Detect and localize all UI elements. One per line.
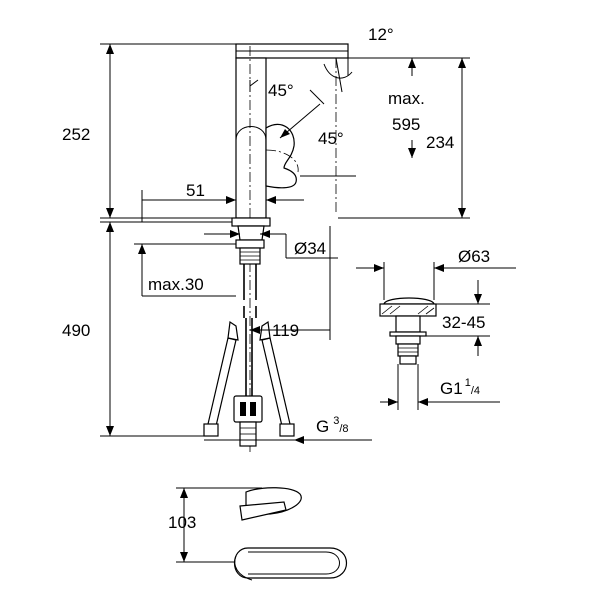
faucet-top-view bbox=[234, 487, 347, 581]
label-angle-lever: 45° bbox=[318, 129, 344, 148]
faucet-front-view bbox=[203, 43, 349, 455]
label-diameter-63: Ø63 bbox=[458, 247, 490, 266]
label-reach-119: 119 bbox=[272, 321, 299, 340]
label-max-595: 595 bbox=[392, 115, 420, 134]
waste-fitting-view bbox=[379, 297, 437, 365]
label-offset-51: 51 bbox=[186, 181, 205, 200]
label-diameter-34: Ø34 bbox=[294, 239, 326, 258]
label-height-103: 103 bbox=[168, 513, 196, 532]
label-depth-490: 490 bbox=[62, 321, 90, 340]
label-range-32-45: 32-45 bbox=[442, 313, 485, 332]
label-angle-spout: 45° bbox=[268, 81, 294, 100]
label-max: max. bbox=[388, 89, 425, 108]
label-max-30: max.30 bbox=[148, 275, 204, 294]
label-height-252: 252 bbox=[62, 125, 90, 144]
dimension-lines bbox=[100, 43, 516, 563]
label-angle-top: 12° bbox=[368, 25, 394, 44]
dimension-labels: 12° 45° 45° max. 595 252 234 51 Ø34 max.… bbox=[62, 25, 490, 532]
label-height-234: 234 bbox=[426, 133, 454, 152]
